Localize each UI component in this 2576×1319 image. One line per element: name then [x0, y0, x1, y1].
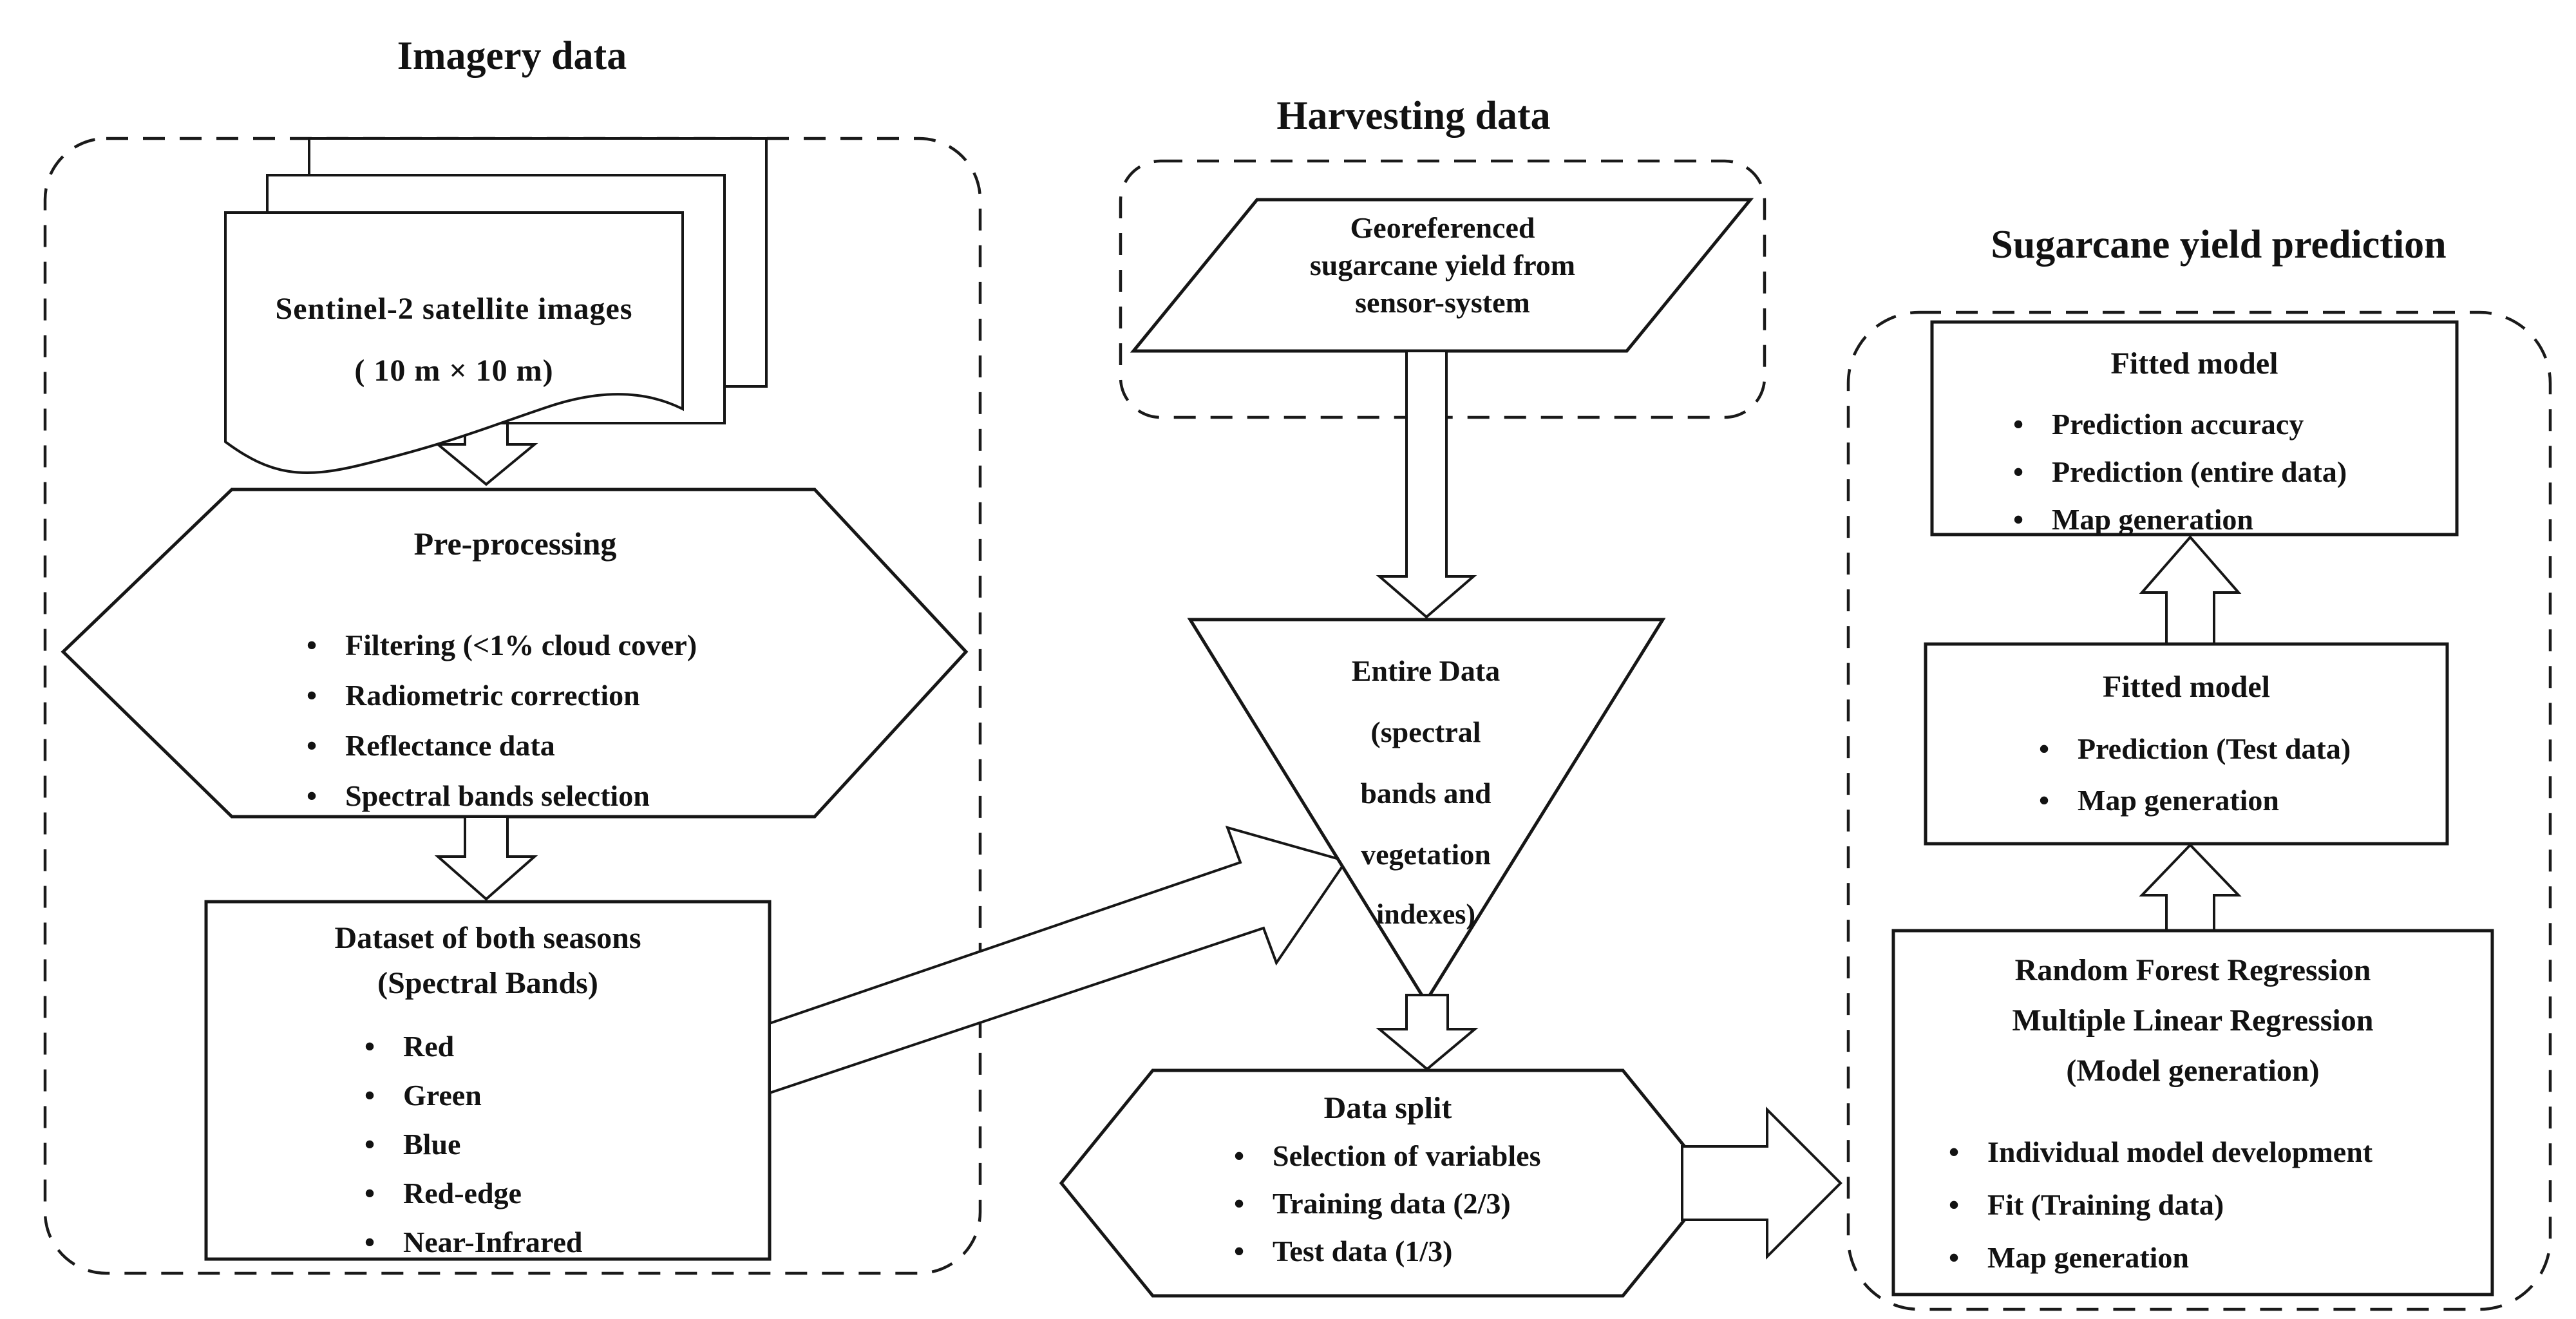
dataset-bullets: Red Green Blue Red-edge Near-Infrared	[361, 1029, 582, 1274]
satellite-images-label: Sentinel-2 satellite images	[275, 292, 633, 326]
arrow-preprocessing-to-dataset	[434, 815, 538, 901]
list-item: Spectral bands selection	[303, 779, 697, 829]
list-item: Map generation	[2009, 502, 2347, 550]
fitted-model-test-bullets: Prediction (Test data) Map generation	[2035, 732, 2351, 835]
model-generation-bullets: Individual model development Fit (Traini…	[1945, 1135, 2372, 1293]
list-item: Filtering (<1% cloud cover)	[303, 628, 697, 678]
arrow-fitted-test-to-fitted-final	[2139, 535, 2242, 645]
list-item: Radiometric correction	[303, 678, 697, 728]
arrow-model-generation-to-fitted-test	[2139, 843, 2242, 932]
arrow-dataset-to-entire-data	[768, 826, 1349, 1095]
data-split-title: Data split	[1323, 1091, 1452, 1125]
list-item: Test data (1/3)	[1230, 1234, 1541, 1282]
arrow-data-split-to-prediction	[1681, 1106, 1842, 1260]
data-split-bullets: Selection of variables Training data (2/…	[1230, 1139, 1541, 1282]
satellite-page-front	[224, 211, 684, 474]
model-generation-line3: (Model generation)	[2066, 1054, 2320, 1088]
list-item: Map generation	[2035, 783, 2351, 835]
arrow-entire-data-to-data-split	[1376, 994, 1479, 1071]
arrow-harvesting-to-entire-data	[1376, 350, 1477, 619]
list-item: Green	[361, 1078, 582, 1127]
fitted-model-final-title: Fitted model	[2110, 346, 2278, 381]
list-item: Blue	[361, 1127, 582, 1176]
list-item: Selection of variables	[1230, 1139, 1541, 1186]
harvesting-section-title: Harvesting data	[1276, 94, 1551, 138]
entire-data-triangle	[1187, 618, 1666, 1005]
list-item: Fit (Training data)	[1945, 1188, 2372, 1240]
georeferenced-line1: Georeferenced	[1350, 211, 1535, 244]
model-generation-line1: Random Forest Regression	[2014, 953, 2371, 987]
list-item: Prediction (Test data)	[2035, 732, 2351, 783]
preprocessing-bullets: Filtering (<1% cloud cover) Radiometric …	[303, 628, 697, 829]
prediction-section-container	[1846, 310, 2552, 1311]
list-item: Red	[361, 1029, 582, 1078]
dataset-title: Dataset of both seasons	[334, 921, 641, 955]
satellite-resolution-label: ( 10 m × 10 m)	[354, 354, 554, 388]
model-generation-line2: Multiple Linear Regression	[2012, 1003, 2374, 1038]
list-item: Map generation	[1945, 1240, 2372, 1293]
entire-data-line2: (spectral	[1370, 716, 1481, 748]
entire-data-line5: indexes)	[1376, 898, 1475, 930]
fitted-model-final-bullets: Prediction accuracy Prediction (entire d…	[2009, 407, 2347, 550]
list-item: Prediction accuracy	[2009, 407, 2347, 455]
preprocessing-title: Pre-processing	[413, 526, 617, 562]
list-item: Training data (2/3)	[1230, 1186, 1541, 1234]
list-item: Individual model development	[1945, 1135, 2372, 1188]
fitted-model-test-title: Fitted model	[2103, 670, 2270, 704]
georeferenced-line2: sugarcane yield from	[1309, 249, 1576, 281]
list-item: Near-Infrared	[361, 1225, 582, 1274]
georeferenced-line3: sensor-system	[1355, 286, 1530, 319]
prediction-section-title: Sugarcane yield prediction	[1991, 223, 2447, 267]
list-item: Reflectance data	[303, 728, 697, 779]
imagery-section-title: Imagery data	[397, 34, 627, 78]
georeferenced-parallelogram	[1130, 198, 1754, 353]
entire-data-line1: Entire Data	[1351, 654, 1501, 687]
dataset-subtitle: (Spectral Bands)	[377, 966, 598, 1000]
entire-data-line4: vegetation	[1361, 838, 1491, 871]
list-item: Prediction (entire data)	[2009, 455, 2347, 502]
list-item: Red-edge	[361, 1176, 582, 1225]
entire-data-line3: bands and	[1360, 777, 1492, 810]
